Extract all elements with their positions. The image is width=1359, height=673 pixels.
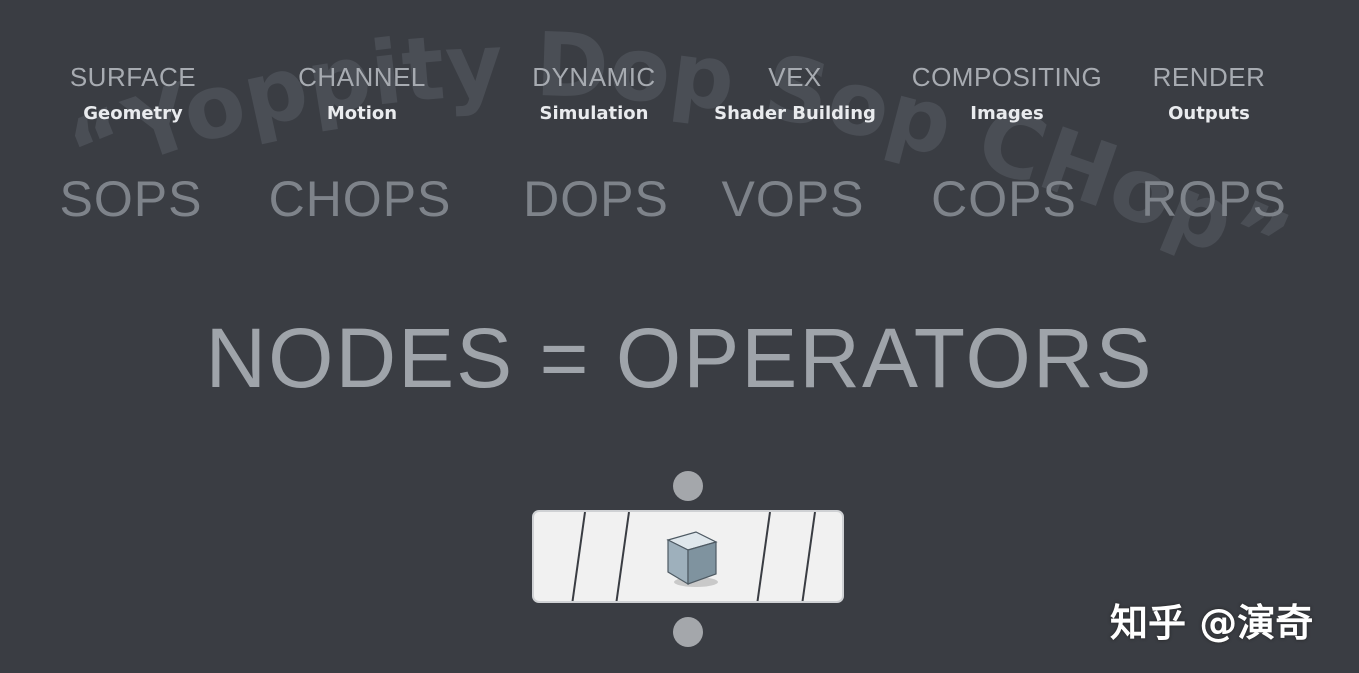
category-compositing: COMPOSITING Images bbox=[912, 62, 1102, 124]
cube-icon bbox=[666, 531, 718, 587]
credit-watermark: 知乎 @演奇 bbox=[1110, 601, 1314, 645]
category-dynamic: DYNAMIC Simulation bbox=[532, 62, 655, 124]
category-subtitle: Images bbox=[970, 103, 1044, 124]
ops-label-cops: COPS bbox=[931, 171, 1077, 227]
category-title: DYNAMIC bbox=[532, 62, 656, 92]
ops-label-rops: ROPS bbox=[1141, 171, 1287, 227]
node-input-connector[interactable] bbox=[673, 471, 703, 501]
category-title: VEX bbox=[768, 62, 822, 92]
category-title: CHANNEL bbox=[298, 62, 426, 92]
ops-label-chops: CHOPS bbox=[268, 171, 452, 227]
node-output-connector[interactable] bbox=[673, 617, 703, 647]
headline: NODES = OPERATORS bbox=[205, 311, 1154, 405]
category-title: RENDER bbox=[1152, 62, 1266, 92]
category-subtitle: Outputs bbox=[1168, 103, 1250, 124]
ops-label-dops: DOPS bbox=[523, 171, 669, 227]
category-subtitle: Motion bbox=[326, 103, 398, 124]
category-title: COMPOSITING bbox=[911, 62, 1103, 92]
svg-text:“Yoppity Dop Sop CHop”: “Yoppity Dop Sop CHop” bbox=[54, 13, 1304, 297]
category-vex: VEX Shader Building bbox=[714, 62, 876, 124]
category-title: SURFACE bbox=[69, 62, 197, 92]
ops-label-sops: SOPS bbox=[59, 171, 203, 227]
node-dividers bbox=[571, 512, 816, 601]
category-channel: CHANNEL Motion bbox=[298, 62, 426, 124]
category-subtitle: Shader Building bbox=[714, 103, 876, 124]
category-render: RENDER Outputs bbox=[1153, 62, 1266, 124]
category-surface: SURFACE Geometry bbox=[70, 62, 196, 124]
ops-label-vops: VOPS bbox=[721, 171, 865, 227]
category-subtitle: Geometry bbox=[83, 103, 183, 124]
category-subtitle: Simulation bbox=[539, 103, 649, 124]
node-tile[interactable] bbox=[532, 510, 844, 603]
